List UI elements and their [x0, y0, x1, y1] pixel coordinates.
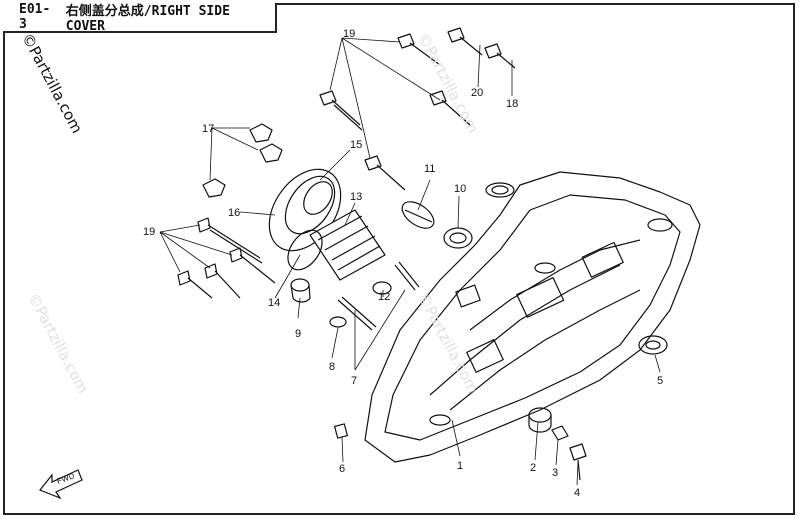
- callout-5: 5: [657, 375, 663, 387]
- callout-10: 10: [454, 183, 466, 195]
- title-box: E01-3 右侧盖分总成/RIGHT SIDE COVER: [3, 2, 277, 34]
- nut-17b: [259, 143, 283, 163]
- pin-3: [551, 425, 569, 441]
- bolt-18: [484, 43, 516, 69]
- callout-3: 3: [552, 467, 558, 479]
- dowel-6: [334, 423, 348, 439]
- nut-17c: [202, 178, 226, 198]
- diagram-title: 右侧盖分总成/RIGHT SIDE COVER: [65, 4, 230, 34]
- fwd-arrow-icon: FWD: [39, 469, 83, 500]
- callout-16: 16: [228, 207, 240, 219]
- callout-20: 20: [471, 87, 483, 99]
- callout-2: 2: [530, 462, 536, 474]
- ring-12: [372, 281, 392, 295]
- seal-5: [638, 335, 668, 355]
- callout-labels: 19 17 15 16 13 19 14 12 9 8 7 11 10 20 1…: [143, 28, 663, 499]
- callout-6: 6: [339, 463, 345, 475]
- callout-4: 4: [574, 487, 580, 499]
- diagram-frame: [3, 3, 795, 515]
- diagram-code: E01-3: [19, 2, 51, 32]
- callout-13: 13: [350, 191, 362, 203]
- callout-14: 14: [268, 297, 280, 309]
- callout-8: 8: [329, 361, 335, 373]
- callout-12: 12: [378, 291, 390, 303]
- callout-9: 9: [295, 328, 301, 340]
- callout-19-left: 19: [143, 226, 155, 238]
- callout-11: 11: [424, 163, 435, 175]
- washer-8: [329, 316, 347, 328]
- seal-10: [443, 227, 473, 249]
- callout-17: 17: [202, 123, 214, 135]
- bolt-20: [447, 27, 483, 56]
- bushing-9: [290, 278, 310, 292]
- callout-19-top: 19: [343, 28, 355, 40]
- plug-11: [401, 201, 435, 229]
- cover-inner-rim: [384, 194, 681, 441]
- nut-17a: [249, 123, 273, 143]
- callout-1: 1: [457, 460, 463, 472]
- callout-7: 7: [351, 375, 357, 387]
- cover-body: [364, 171, 701, 463]
- bolts-19: [177, 33, 471, 299]
- callout-15: 15: [350, 139, 362, 151]
- callout-18: 18: [506, 98, 518, 110]
